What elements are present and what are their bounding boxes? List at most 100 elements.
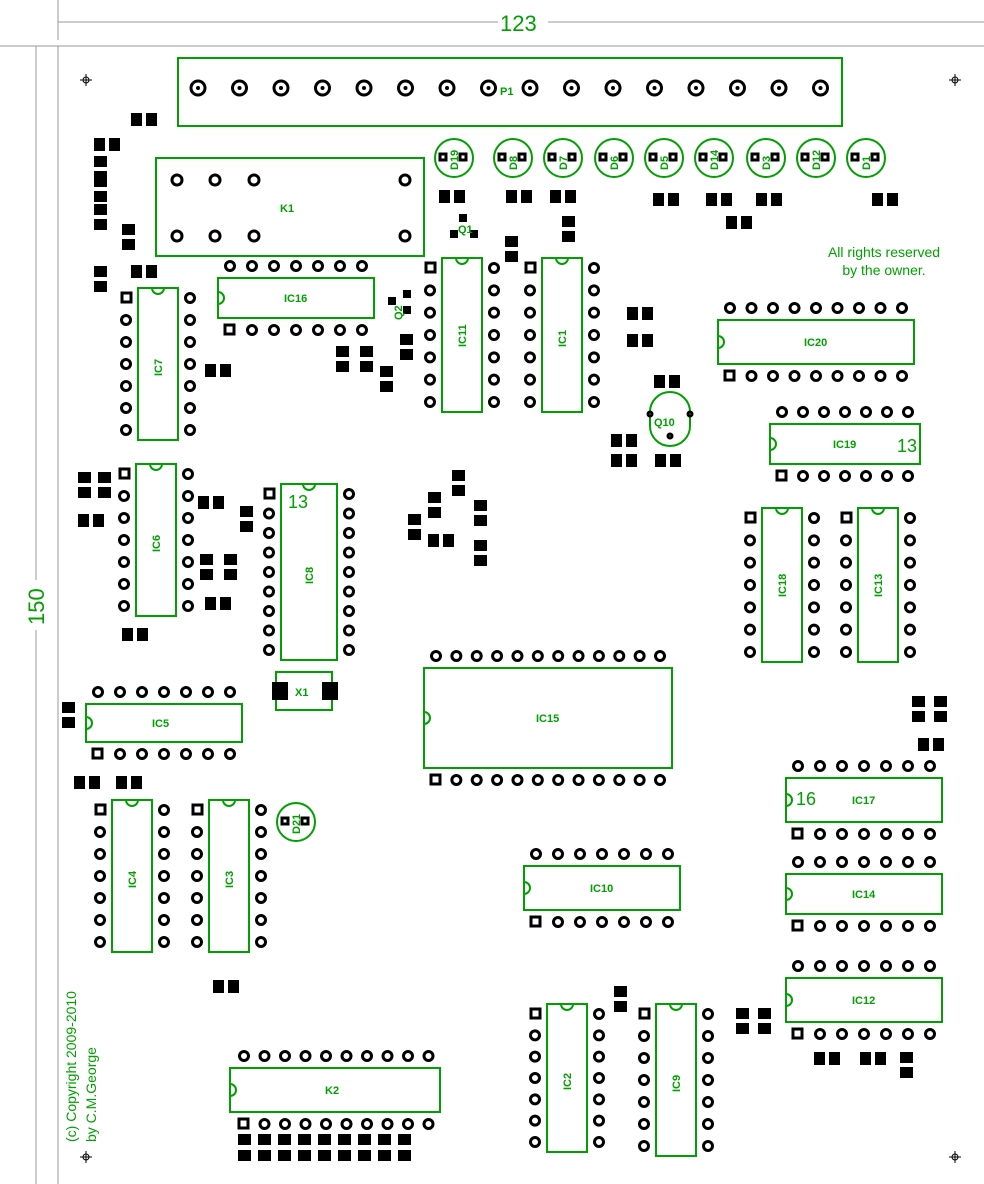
smd-component: [611, 454, 637, 467]
ic-ic4: IC4: [94, 799, 170, 953]
ic-ic12: IC12: [785, 960, 943, 1040]
smd-component: [298, 1134, 311, 1161]
ic-ic18: IC18: [744, 507, 820, 663]
ic-ic8: IC8: [263, 483, 355, 661]
smd-component: [706, 193, 732, 206]
smd-component: [614, 986, 627, 1012]
transistor-q10: Q10: [646, 391, 694, 447]
led: D1: [846, 138, 886, 178]
relay-k2: K2: [229, 1050, 441, 1130]
smd-component: [205, 597, 231, 610]
smd-component: [278, 1134, 291, 1161]
smd-component: [200, 554, 213, 580]
ic-label: IC14: [852, 889, 876, 901]
ic-ic6: IC6: [118, 463, 194, 617]
smd-component: [131, 113, 157, 126]
connector-p1: P1: [177, 57, 843, 127]
smd-component: [814, 1052, 840, 1065]
ic-label: IC12: [852, 995, 875, 1007]
smd-component: [506, 190, 532, 203]
ic-label: IC3: [224, 871, 236, 888]
ic-label: IC5: [152, 718, 169, 730]
led-label: D5: [659, 156, 671, 170]
smd-component: [205, 364, 231, 377]
smd-component: [562, 216, 575, 242]
led-label: D12: [811, 150, 823, 170]
led: D3: [746, 138, 786, 178]
led-label: D3: [761, 156, 773, 170]
smd-component: [627, 334, 653, 347]
smd-component: [934, 696, 947, 722]
smd-component: [94, 266, 107, 292]
smd-component: [378, 1134, 391, 1161]
ic-label: IC7: [153, 359, 165, 376]
ic-label: IC18: [777, 574, 789, 597]
crystal-label: X1: [295, 687, 308, 699]
ic8-pin-marker: 13: [288, 492, 308, 512]
led-label: D14: [709, 149, 721, 170]
ic-ic9: IC9: [638, 1003, 714, 1157]
smd-component: [318, 1134, 331, 1161]
led: D8: [493, 138, 533, 178]
smd-component: [505, 236, 518, 262]
smd-component: [122, 224, 135, 250]
ic-label: IC8: [304, 567, 316, 584]
smd-component: [452, 470, 465, 496]
smd-component: [550, 190, 576, 203]
height-dimension: 150: [24, 588, 49, 625]
smd-component: [94, 204, 107, 230]
smd-component: [428, 492, 441, 518]
smd-component: [654, 375, 680, 388]
led: D12: [796, 138, 836, 178]
ic-ic11: IC11: [424, 257, 500, 413]
ic-label: IC20: [804, 337, 827, 349]
ic-ic5: IC5: [85, 686, 243, 760]
ic-ic14: IC14: [785, 856, 943, 932]
ic-label: IC15: [536, 713, 559, 725]
smd-component: [872, 193, 898, 206]
ic-label: IC13: [873, 574, 885, 597]
ic-ic13: IC13: [840, 507, 916, 663]
smd-component: [400, 334, 413, 360]
smd-component: [116, 776, 142, 789]
ic-ic19: IC19: [769, 406, 921, 482]
led: D6: [594, 138, 634, 178]
ic-ic7: IC7: [120, 287, 196, 441]
smd-component: [94, 138, 120, 151]
connector-label: P1: [500, 86, 513, 98]
width-dimension: 123: [500, 11, 537, 36]
ic-ic1: IC1: [524, 257, 600, 413]
q10-label: Q10: [654, 417, 675, 429]
transistor-q2: Q2: [388, 290, 411, 320]
smd-component: [258, 1134, 271, 1161]
q1-label: Q1: [458, 224, 473, 236]
ic-ic2: IC2: [529, 1003, 605, 1153]
smd-component: [653, 193, 679, 206]
ic-label: IC9: [671, 1075, 683, 1092]
smd-component: [655, 454, 681, 467]
smd-component: [131, 265, 157, 278]
smd-component: [912, 696, 925, 722]
led-label: D1: [861, 156, 873, 170]
relay-k1: K1: [155, 157, 425, 257]
q2-label: Q2: [393, 305, 405, 320]
smd-component: [338, 1134, 351, 1161]
relay-label: K1: [280, 203, 294, 215]
smd-component: [78, 472, 91, 498]
smd-component: [627, 307, 653, 320]
smd-component: [408, 514, 421, 540]
smd-component: [736, 1008, 749, 1034]
copyright-line-2: by C.M.George: [83, 1047, 99, 1142]
smd-component: [358, 1134, 371, 1161]
smd-component: [213, 980, 239, 993]
ic-ic10: IC10: [523, 848, 681, 928]
smd-component: [611, 434, 637, 447]
smd-component: [98, 472, 111, 498]
ic-ic3: IC3: [191, 799, 267, 953]
ic-ic20: IC20: [717, 302, 915, 382]
mounting-marks: [80, 74, 961, 1163]
smd-component: [428, 534, 454, 547]
copyright-line-1: (c) Copyright 2009-2010: [63, 991, 79, 1142]
